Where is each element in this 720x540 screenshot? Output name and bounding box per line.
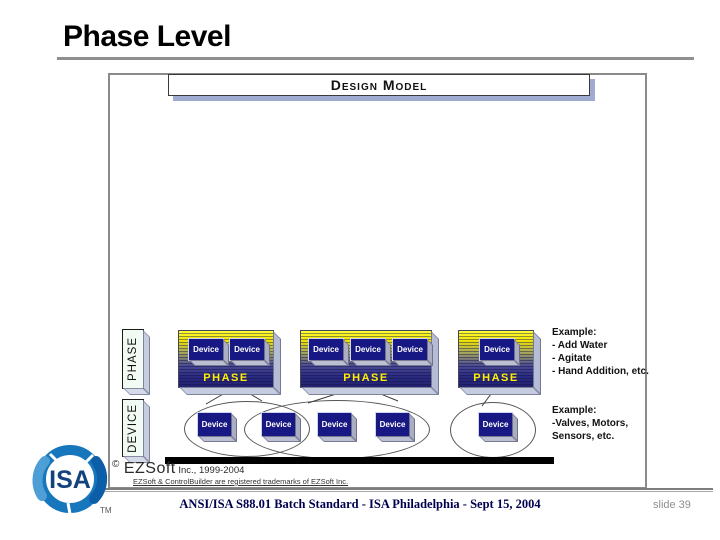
footer-divider (105, 488, 713, 492)
device-label: Device (355, 345, 381, 354)
phase2-device-2: Device (350, 338, 386, 361)
logo-gap-2 (83, 453, 95, 465)
title-divider (57, 57, 694, 60)
device-row-3: Device (317, 412, 352, 437)
phase2-device-1: Device (308, 338, 344, 361)
phase-examples: Example: - Add Water - Agitate - Hand Ad… (552, 326, 652, 378)
device-examples-title: Example: (552, 405, 597, 416)
logo-text: ISA (49, 466, 91, 494)
logo-swirl-light (32, 456, 50, 501)
phase2-device-3: Device (392, 338, 428, 361)
copyright-symbol: © (112, 459, 120, 470)
device-label: Device (321, 420, 348, 429)
phase3-device-1: Device (479, 338, 515, 361)
device-examples: Example: -Valves, Motors, Sensors, etc. (552, 404, 652, 443)
row-label-phase: PHASE (122, 329, 144, 389)
page-title: Phase Level (63, 20, 231, 53)
phase-example-line: - Agitate (552, 353, 592, 364)
phase2-label: PHASE (343, 372, 389, 384)
trademark-note: EZSoft & ControlBuilder are registered t… (133, 477, 349, 486)
design-model-label: Design Model (330, 77, 428, 93)
device-label: Device (193, 345, 219, 354)
device-label: Device (234, 345, 260, 354)
logo-swirl-dark (89, 456, 108, 504)
device-label: Device (484, 345, 510, 354)
device-example-line: -Valves, Motors, (552, 418, 629, 429)
phase1-label: PHASE (203, 372, 249, 384)
row-label-device: DEVICE (122, 399, 144, 457)
device-row-4: Device (375, 412, 410, 437)
copyright-company: EZSoft (123, 460, 176, 477)
logo-tm: TM (100, 506, 112, 515)
phase1-device-1: Device (188, 338, 224, 361)
device-label: Device (397, 345, 423, 354)
phase-block-2: Device Device Device PHASE (300, 330, 432, 388)
copyright-line: © EZSoft Inc., 1999-2004 (112, 459, 244, 478)
phase-example-line: - Add Water (552, 340, 608, 351)
device-label: Device (265, 420, 292, 429)
copyright-years: Inc., 1999-2004 (175, 465, 245, 476)
logo-gap-3 (66, 502, 72, 515)
device-label: Device (379, 420, 406, 429)
device-row-1: Device (197, 412, 232, 437)
phase-examples-title: Example: (552, 327, 597, 338)
base-bar (165, 457, 554, 464)
phase1-device-2: Device (229, 338, 265, 361)
footer-text: ANSI/ISA S88.01 Batch Standard - ISA Phi… (179, 497, 541, 511)
device-label: Device (201, 420, 228, 429)
device-label: Device (313, 345, 339, 354)
phase-block-1: Device Device PHASE (178, 330, 274, 388)
device-row-5: Device (478, 412, 513, 437)
slide-number: slide 39 (653, 499, 691, 511)
design-model-header: Design Model (168, 74, 590, 96)
device-row-2: Device (261, 412, 296, 437)
phase-example-line: - Hand Addition, etc. (552, 366, 649, 377)
row-label-phase-text: PHASE (127, 337, 139, 381)
phase-block-3: Device PHASE (458, 330, 534, 388)
device-label: Device (482, 420, 509, 429)
logo-gap-1 (48, 452, 60, 464)
isa-logo-icon: ISA TM (32, 444, 112, 515)
device-example-line: Sensors, etc. (552, 431, 615, 442)
row-label-device-text: DEVICE (127, 403, 139, 453)
phase3-label: PHASE (473, 372, 519, 384)
